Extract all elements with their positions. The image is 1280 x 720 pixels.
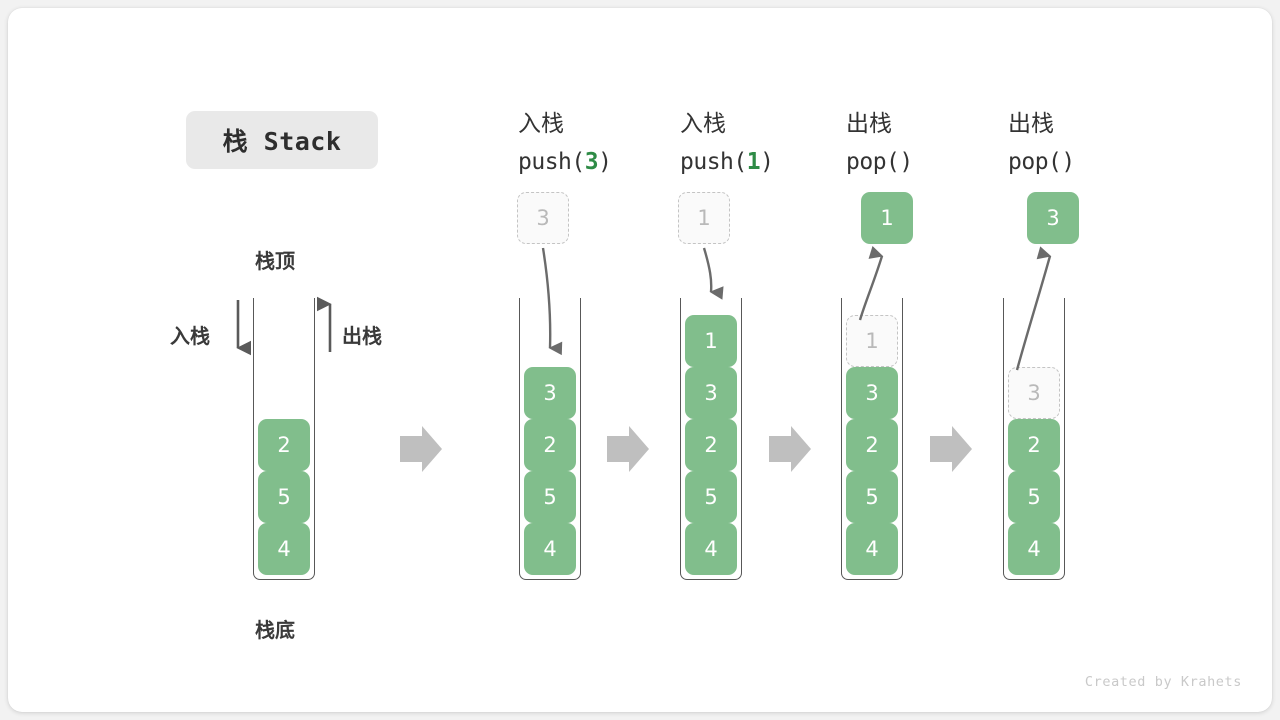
operation-code-prefix: pop( — [1008, 149, 1062, 175]
operation-code-suffix: ) — [899, 149, 913, 175]
pop-direction-label: 出栈 — [342, 324, 382, 348]
stack-top-label: 栈顶 — [255, 249, 295, 273]
stack-cell: 1 — [685, 315, 737, 367]
stack-cell: 3 — [846, 367, 898, 419]
operation-code: pop() — [1008, 143, 1075, 181]
floating-element-pop-1: 1 — [861, 192, 913, 244]
operation-code-suffix: ) — [598, 149, 612, 175]
operation-name-cn: 出栈 — [846, 111, 892, 137]
stack-cell: 5 — [846, 471, 898, 523]
operation-code: push(1) — [680, 143, 774, 181]
operation-arg: 1 — [746, 149, 761, 175]
stack-after-pop-3: 3 2 5 4 — [1003, 298, 1065, 580]
operation-label-pop-3: 出栈 pop() — [1008, 105, 1075, 181]
floating-element-pop-3: 3 — [1027, 192, 1079, 244]
stack-cell: 2 — [685, 419, 737, 471]
stack-cell: 4 — [846, 523, 898, 575]
floating-element-push-3: 3 — [517, 192, 569, 244]
operation-code-prefix: push( — [680, 149, 747, 175]
operation-label-pop-1: 出栈 pop() — [846, 105, 913, 181]
stack-container — [519, 298, 581, 580]
stack-cell: 4 — [524, 523, 576, 575]
stack-cell: 3 — [685, 367, 737, 419]
watermark: Created by Krahets — [1084, 674, 1242, 690]
stack-after-pop-1: 1 3 2 5 4 — [841, 298, 903, 580]
stack-cell: 4 — [258, 523, 310, 575]
stack-cell: 5 — [1008, 471, 1060, 523]
stack-cells: 1 3 2 5 4 — [685, 315, 737, 575]
stack-cell-removed: 1 — [846, 315, 898, 367]
operation-name-cn: 入栈 — [680, 111, 726, 137]
stack-cell: 4 — [685, 523, 737, 575]
stack-cells: 3 2 5 4 — [524, 367, 576, 575]
stack-cell-removed: 3 — [1008, 367, 1060, 419]
stack-bottom-label: 栈底 — [255, 618, 295, 642]
stack-cells: 1 3 2 5 4 — [846, 315, 898, 575]
stack-container — [1003, 298, 1065, 580]
operation-code-prefix: push( — [518, 149, 585, 175]
stack-container — [680, 298, 742, 580]
stack-after-push-3: 3 2 5 4 — [519, 298, 581, 580]
stack-cell: 2 — [846, 419, 898, 471]
operation-name-cn: 出栈 — [1008, 111, 1054, 137]
stack-cells: 3 2 5 4 — [1008, 367, 1060, 575]
operation-label-push-3: 入栈 push(3) — [518, 105, 612, 181]
stack-container — [253, 298, 315, 580]
stack-cell: 3 — [524, 367, 576, 419]
operation-label-push-1: 入栈 push(1) — [680, 105, 774, 181]
stack-cell: 4 — [1008, 523, 1060, 575]
operation-code: pop() — [846, 143, 913, 181]
stack-cell: 5 — [258, 471, 310, 523]
operation-code-prefix: pop( — [846, 149, 900, 175]
stack-after-push-1: 1 3 2 5 4 — [680, 298, 742, 580]
push-direction-label: 入栈 — [170, 324, 210, 348]
operation-code-suffix: ) — [760, 149, 774, 175]
stack-cell: 2 — [1008, 419, 1060, 471]
operation-code: push(3) — [518, 143, 612, 181]
title-badge: 栈 Stack — [186, 111, 378, 169]
stack-cell: 2 — [524, 419, 576, 471]
stack-cell: 5 — [524, 471, 576, 523]
operation-code-suffix: ) — [1061, 149, 1075, 175]
floating-element-push-1: 1 — [678, 192, 730, 244]
stack-cell: 5 — [685, 471, 737, 523]
stack-initial: 2 5 4 — [253, 298, 315, 580]
operation-name-cn: 入栈 — [518, 111, 564, 137]
stack-cell: 2 — [258, 419, 310, 471]
stack-cells: 2 5 4 — [258, 419, 310, 575]
stack-container — [841, 298, 903, 580]
operation-arg: 3 — [584, 149, 599, 175]
